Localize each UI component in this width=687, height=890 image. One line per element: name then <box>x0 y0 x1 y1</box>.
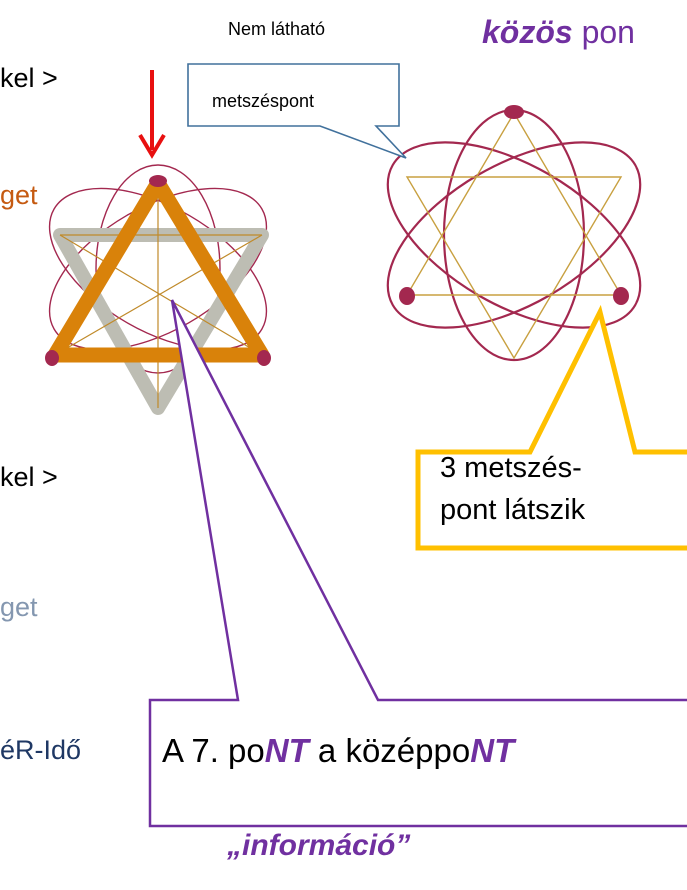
seventh-part-b: a középpo <box>308 732 471 769</box>
seventh-nt-2: NT <box>470 732 515 769</box>
title-emphasis: közös <box>482 14 573 50</box>
seventh-part-a: A 7. po <box>162 732 265 769</box>
intersection-callout-text: metszéspont <box>212 91 315 111</box>
left-vertex-beads <box>45 175 271 366</box>
callout-three-points <box>415 304 687 551</box>
left-grey-triangle <box>53 228 269 415</box>
right-orbit-left <box>386 141 642 329</box>
left-text-line-4: get <box>0 592 38 622</box>
right-vertex-beads <box>399 105 629 305</box>
seventh-point-callout-text: A 7. poNT a középpoNT <box>162 732 514 770</box>
left-text-line-2: get <box>0 180 38 210</box>
right-star <box>405 111 623 360</box>
right-orbit-vertical <box>442 108 586 362</box>
left-orbit-left <box>48 187 268 351</box>
right-orbit-right <box>386 141 642 329</box>
information-caption: „információ” <box>227 829 411 862</box>
right-orbits <box>386 108 642 362</box>
left-text-line-5: éR-Idő <box>0 735 82 765</box>
title-rest: pon <box>581 14 635 50</box>
seventh-nt-1: NT <box>264 732 309 769</box>
three-points-line-2: pont látszik <box>440 494 586 526</box>
callout-intersection <box>187 63 407 159</box>
left-text-line-1: kel > <box>0 63 58 93</box>
down-arrow-icon <box>138 70 166 159</box>
page-title: közös pon <box>482 14 635 51</box>
left-inner-lines <box>54 183 263 408</box>
not-visible-label: Nem látható <box>228 19 326 39</box>
left-orbit-right <box>48 187 268 351</box>
three-points-line-1: 3 metszés- <box>440 452 582 484</box>
three-points-callout-text: 3 metszés- pont látszik <box>440 447 680 531</box>
left-orange-triangle <box>47 175 270 363</box>
left-text-line-3: kel > <box>0 462 58 492</box>
callout-seventh-point <box>148 299 687 828</box>
